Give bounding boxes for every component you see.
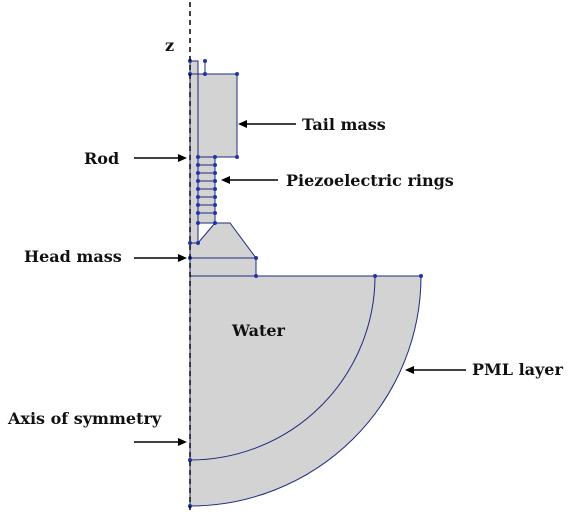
- water-region: [189, 275, 376, 461]
- rod-shape: [189, 60, 199, 244]
- rod-label: Rod: [84, 149, 119, 168]
- piezoelectric-rings-label: Piezoelectric rings: [286, 171, 454, 190]
- water-label: Water: [231, 321, 286, 340]
- mesh-vertices: [188, 59, 423, 508]
- z-axis-label: z: [165, 36, 174, 55]
- tail-mass-shape: [196, 73, 238, 158]
- piezo-ring-lines: [198, 164, 215, 214]
- pml-layer-label: PML layer: [472, 360, 563, 379]
- axis-of-symmetry-label: Axis of symmetry: [7, 409, 162, 428]
- tail-mass-label: Tail mass: [302, 115, 386, 134]
- head-mass-label: Head mass: [24, 247, 122, 266]
- head-mass-shape: [189, 222, 257, 277]
